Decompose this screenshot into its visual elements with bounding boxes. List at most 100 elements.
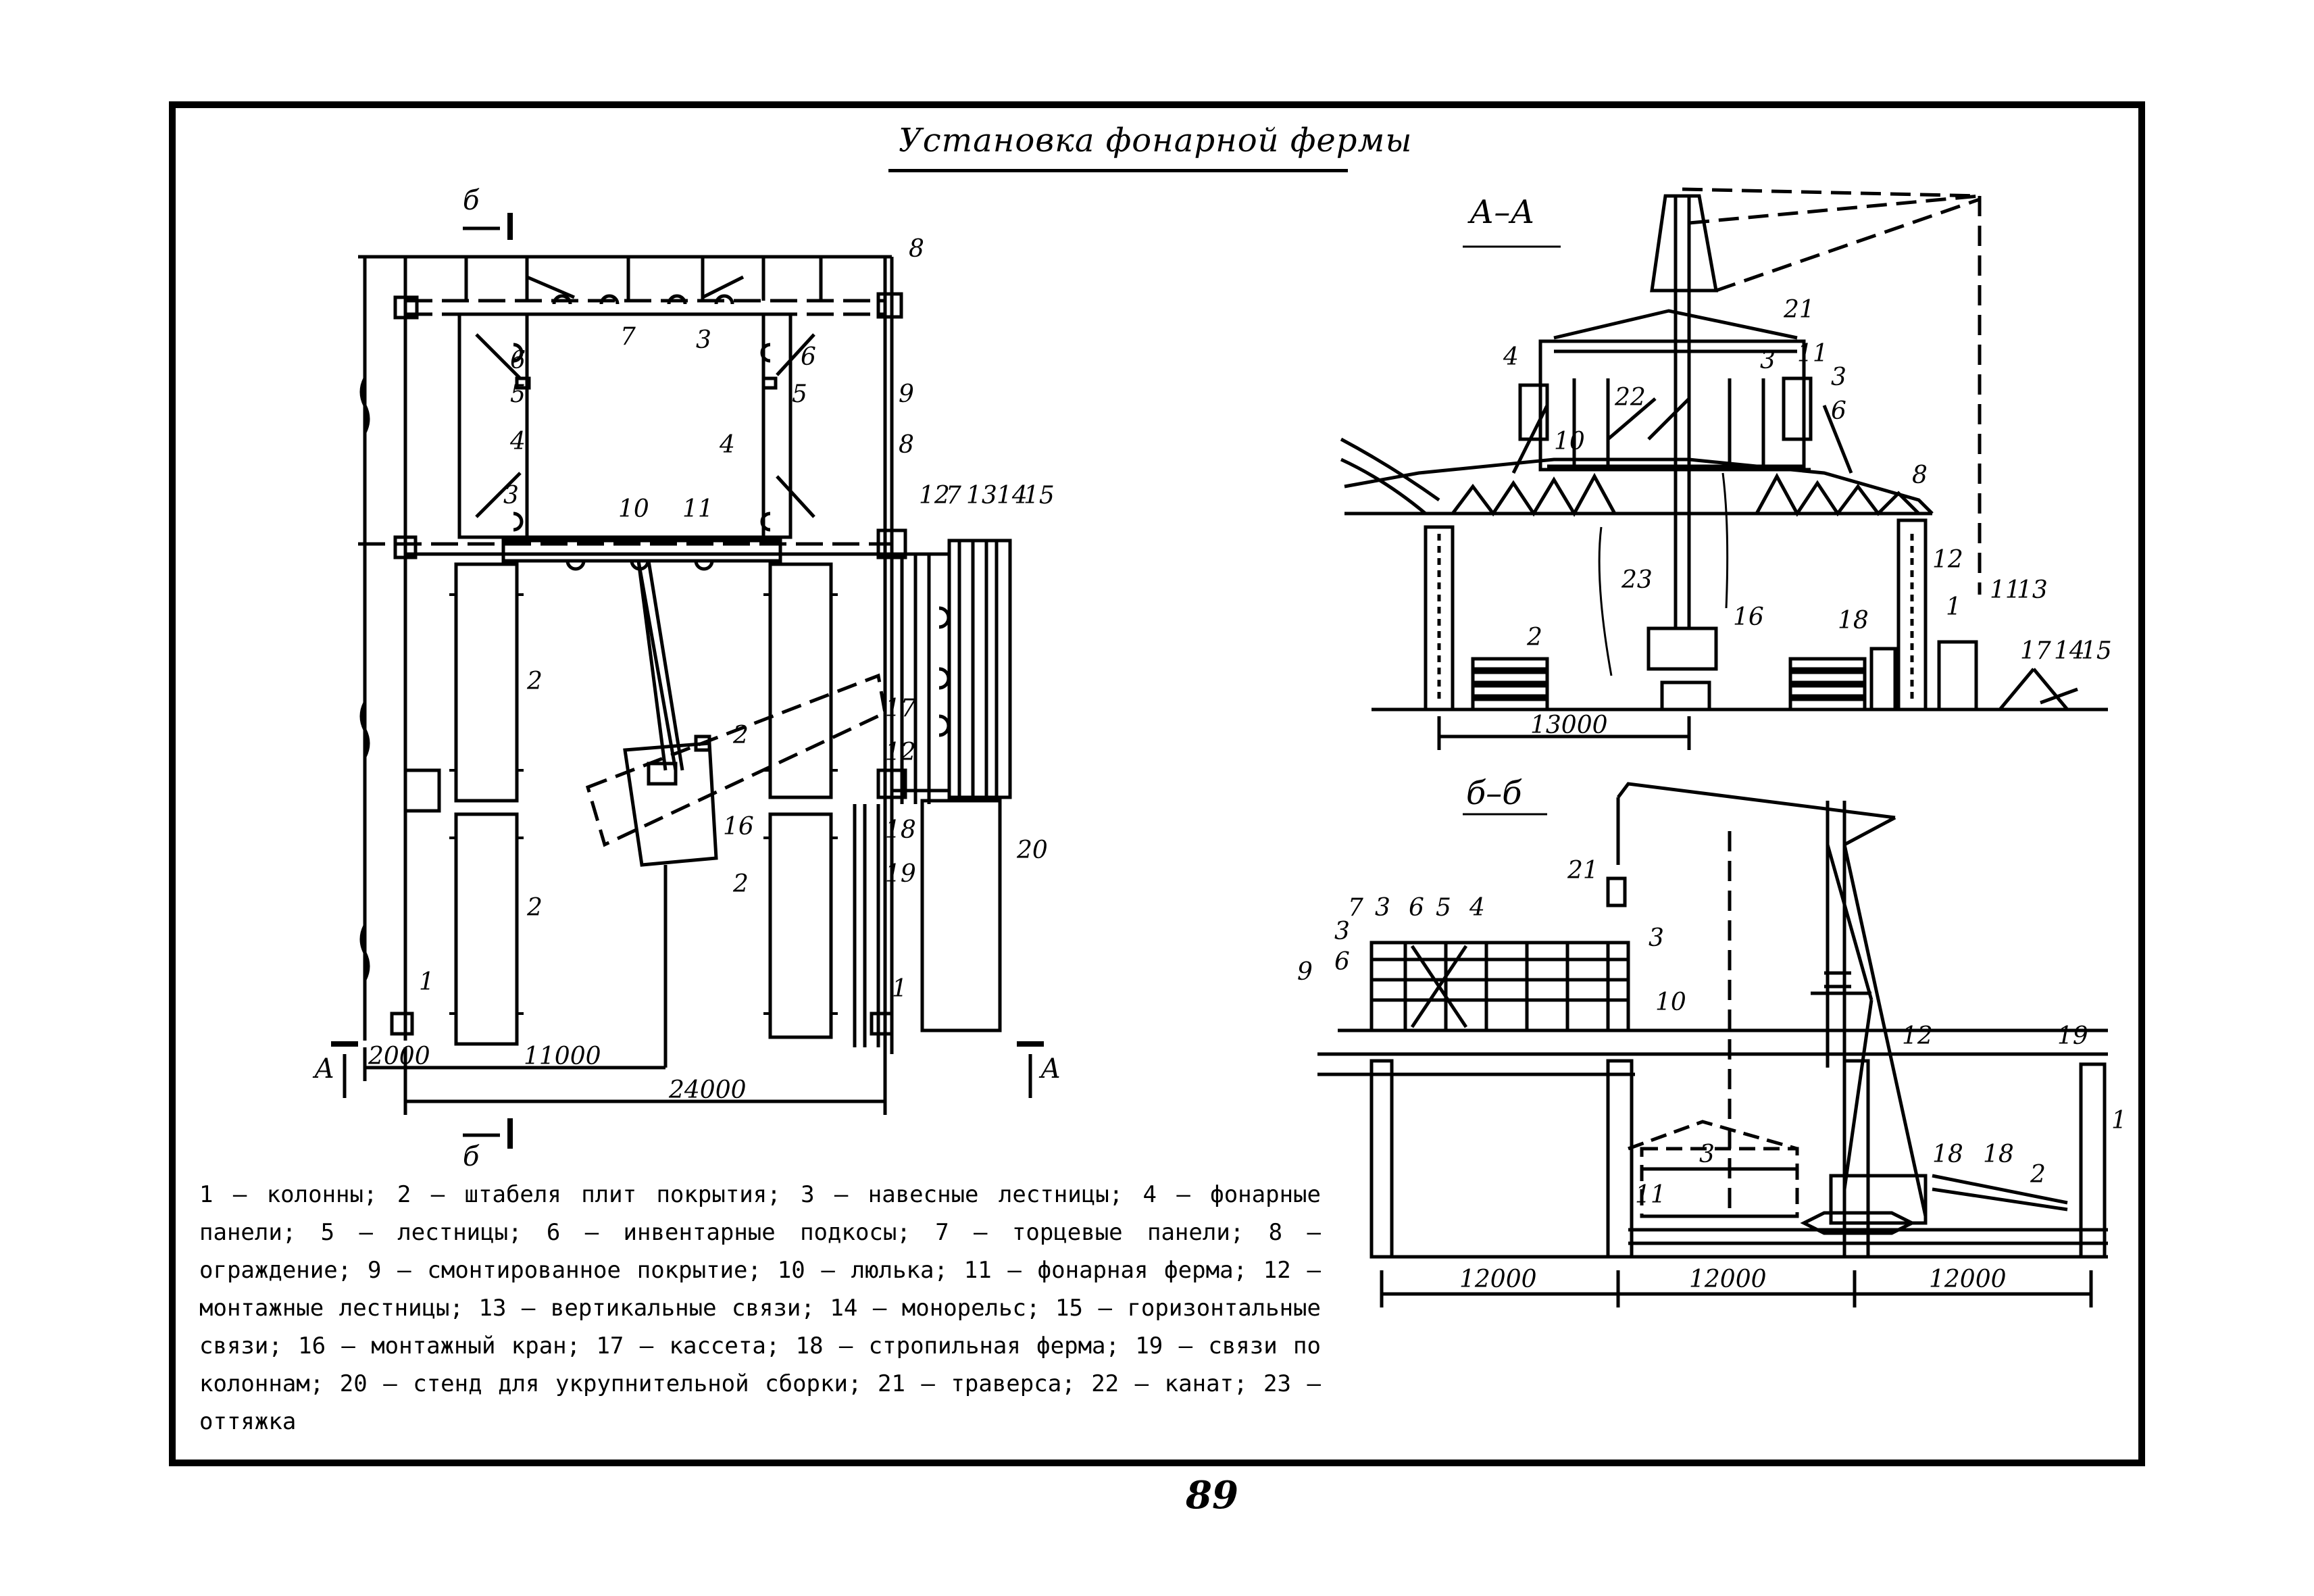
section-bb-callout: 4 xyxy=(1469,894,1485,922)
plan-callout: 5 xyxy=(510,380,526,408)
section-bb-callout: 21 xyxy=(1567,857,1599,884)
legend-item: 17 – кассета; xyxy=(596,1332,780,1360)
legend-item: 21 – траверса; xyxy=(877,1370,1076,1397)
section-bb-callout: 11 xyxy=(1635,1181,1666,1209)
section-aa-callout: 16 xyxy=(1733,603,1764,631)
section-bb-callout: 7 xyxy=(1348,894,1363,922)
plan-callout: 2 xyxy=(732,870,749,898)
section-aa-callout: 17 xyxy=(2020,637,2051,665)
section-bb-callout: 18 xyxy=(1932,1141,1963,1168)
section-bb-callout: 6 xyxy=(1334,948,1350,976)
legend-item: 13 – вертикальные связи; xyxy=(478,1295,815,1322)
plan-callout: 1 xyxy=(419,968,434,996)
section-aa-callout: 11 xyxy=(1990,576,2021,604)
section-aa-callout: 1 xyxy=(1946,593,1961,621)
title-underline xyxy=(888,169,1348,172)
legend-item: 8 – ограждение; xyxy=(199,1219,1321,1284)
plan-callout: 4 xyxy=(509,428,526,455)
plan-callout: 9 xyxy=(899,380,914,408)
plan-callout: 10 xyxy=(618,495,649,523)
section-aa-callout: 14 xyxy=(2054,637,2085,665)
section-aa-callout: 23 xyxy=(1621,566,1653,594)
plan-callout: 7 xyxy=(946,482,961,509)
section-bb-callout: 2 xyxy=(2030,1161,2046,1189)
plan-callout: 12 xyxy=(885,739,916,766)
plan-callout: 13 xyxy=(966,482,997,509)
section-bb-callout: 10 xyxy=(1655,989,1686,1016)
section-aa xyxy=(1340,187,2108,750)
section-aa-callout: 3 xyxy=(1760,347,1776,374)
section-aa-callout: 8 xyxy=(1912,462,1928,489)
section-mark: б xyxy=(463,1141,480,1172)
plan-callout: 8 xyxy=(899,431,914,459)
section-aa-callout: 13 xyxy=(2017,576,2048,604)
section-bb-dimension: 12000 xyxy=(1689,1266,1767,1293)
legend-item: 15 – горизонтальные связи; xyxy=(199,1295,1321,1360)
plan-callout: 3 xyxy=(696,326,711,354)
plan-callout: 3 xyxy=(503,482,519,509)
plan-callout: 16 xyxy=(723,813,754,841)
section-aa-callout: 10 xyxy=(1554,428,1585,455)
plan-dimension: 11000 xyxy=(524,1043,601,1070)
plan-callout: 11 xyxy=(682,495,713,523)
section-mark: А xyxy=(1038,1053,1061,1084)
section-bb-heading: б–б xyxy=(1466,774,1522,812)
plan-dimension: 24000 xyxy=(668,1076,747,1104)
legend-item: 5 – лестницы; xyxy=(320,1219,522,1246)
section-aa-callout: 22 xyxy=(1614,384,1646,412)
plan-callout: 5 xyxy=(792,380,807,408)
page-number: 89 xyxy=(1186,1473,1238,1518)
legend-item: 4 – фонарные панели; xyxy=(199,1181,1321,1246)
plan-callout: 2 xyxy=(526,894,543,922)
legend-item: 22 – канат; xyxy=(1091,1370,1248,1397)
plan-callout: 6 xyxy=(801,343,816,371)
section-aa-callout: 15 xyxy=(2081,637,2112,665)
legend-item: 23 – оттяжка xyxy=(199,1370,1321,1435)
page-frame xyxy=(169,101,2145,1466)
section-aa-callout: 12 xyxy=(1932,546,1963,574)
section-aa-callout: 11 xyxy=(1797,340,1828,368)
section-bb-callout: 3 xyxy=(1375,894,1390,922)
section-bb-callout: 9 xyxy=(1297,958,1313,986)
section-aa-dimension: 13000 xyxy=(1530,712,1608,739)
page-title: Установка фонарной фермы xyxy=(899,122,1413,159)
plan-callout: 8 xyxy=(909,235,924,263)
plan-callout: 6 xyxy=(510,347,526,374)
plan-callout: 15 xyxy=(1024,482,1055,509)
section-bb-callout: 5 xyxy=(1436,894,1451,922)
plan-view xyxy=(331,213,1044,1149)
plan-callout: 20 xyxy=(1016,837,1048,864)
plan-callout: 4 xyxy=(719,431,735,459)
legend-item: 1 – колонны; xyxy=(199,1181,378,1208)
section-aa-heading: А–А xyxy=(1467,193,1535,231)
plan-callout: 2 xyxy=(732,722,749,749)
plan-callout: 19 xyxy=(885,860,916,888)
section-bb xyxy=(1317,782,2108,1307)
plan-dimension: 2000 xyxy=(368,1043,430,1070)
legend-item: 2 – штабеля плит покрытия; xyxy=(397,1181,781,1208)
section-bb-callout: 3 xyxy=(1699,1141,1715,1168)
section-mark: б xyxy=(463,185,480,216)
legend-item: 16 – монтажный кран; xyxy=(298,1332,581,1360)
legend-item: 20 – стенд для укрупнительной сборки; xyxy=(339,1370,862,1397)
legend-item: 3 – навесные лестницы; xyxy=(801,1181,1124,1208)
section-aa-callout: 6 xyxy=(1831,397,1846,425)
section-bb-callout: 3 xyxy=(1649,924,1664,952)
legend: 1 – колонны; 2 – штабеля плит покрытия; … xyxy=(199,1176,1321,1441)
section-bb-callout: 3 xyxy=(1334,918,1350,945)
legend-item: 14 – монорельс; xyxy=(830,1295,1040,1322)
plan-callout: 14 xyxy=(997,482,1028,509)
section-aa-callout: 21 xyxy=(1783,296,1815,324)
legend-item: 18 – стропильная ферма; xyxy=(795,1332,1120,1360)
section-bb-callout: 18 xyxy=(1983,1141,2014,1168)
plan-callout: 17 xyxy=(885,695,916,722)
section-bb-callout: 19 xyxy=(2057,1022,2088,1050)
plan-callout: 7 xyxy=(620,323,636,351)
legend-item: 7 – торцевые панели; xyxy=(935,1219,1244,1246)
plan-callout: 2 xyxy=(526,668,543,695)
section-bb-callout: 6 xyxy=(1409,894,1424,922)
legend-item: 9 – смонтированное покрытие; xyxy=(367,1257,761,1284)
legend-item: 6 – инвентарные подкосы; xyxy=(546,1219,911,1246)
section-mark: А xyxy=(312,1053,334,1084)
plan-callout: 1 xyxy=(892,975,907,1003)
